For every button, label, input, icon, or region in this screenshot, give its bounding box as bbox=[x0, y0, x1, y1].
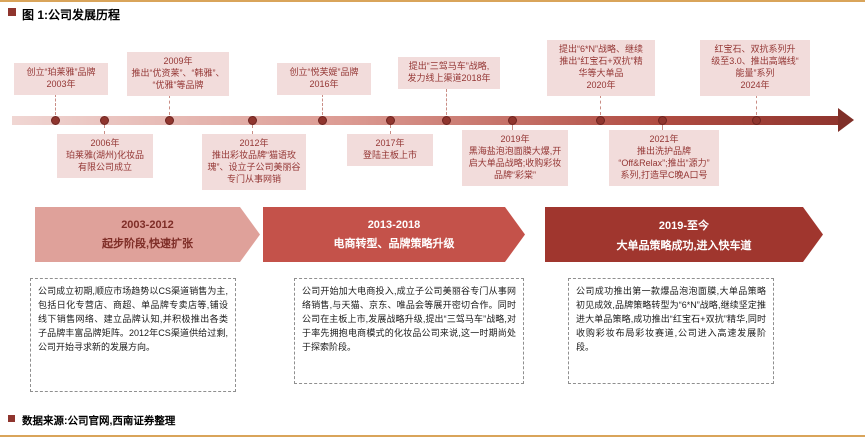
detail-box-phase-3: 公司成功推出第一款爆品泡泡面膜,大单品策略初见成效,品牌策略转型为“6*N”战略… bbox=[568, 278, 774, 384]
connector-line bbox=[512, 125, 513, 130]
phase-1-label: 起步阶段,快速扩张 bbox=[101, 237, 194, 250]
connector-line bbox=[104, 125, 105, 134]
phase-2-years: 2013-2018 bbox=[367, 218, 421, 231]
event-2017: 2017年 登陆主板上市 bbox=[347, 134, 433, 166]
top-rule bbox=[0, 0, 865, 2]
event-2003: 创立“珀莱雅”品牌 2003年 bbox=[14, 63, 108, 95]
connector-line bbox=[322, 94, 323, 115]
connector-line bbox=[446, 89, 447, 115]
event-2016: 创立“悦芙媞”品牌 2016年 bbox=[277, 63, 371, 95]
timeline-dot-2009 bbox=[165, 116, 174, 125]
data-source-note: 数据来源:公司官网,西南证券整理 bbox=[22, 415, 176, 427]
event-2018: 提出“三驾马车”战略, 发力线上渠道2018年 bbox=[398, 57, 500, 89]
event-2009: 2009年 推出“优资莱”、“韩雅”、 “优雅”等品牌 bbox=[127, 52, 229, 96]
connector-line bbox=[662, 125, 663, 130]
connector-line bbox=[55, 94, 56, 115]
connector-line bbox=[756, 95, 757, 115]
event-2020: 提出“6*N”战略、继续 推出“红宝石+双抗”精 华等大单品 2020年 bbox=[547, 40, 655, 96]
event-2006: 2006年 珀莱雅(湖州)化妆品 有限公司成立 bbox=[57, 134, 153, 178]
timeline-dot-2019 bbox=[508, 116, 517, 125]
phase-arrow-3: 2019-至今 大单品策略成功,进入快车道 bbox=[545, 207, 823, 262]
phase-arrow-2: 2013-2018 电商转型、品牌策略升级 bbox=[263, 207, 525, 262]
connector-line bbox=[600, 95, 601, 115]
timeline-dot-2018 bbox=[442, 116, 451, 125]
phase-2-label: 电商转型、品牌策略升级 bbox=[333, 237, 455, 250]
connector-line bbox=[169, 95, 170, 115]
phase-arrow-1: 2003-2012 起步阶段,快速扩张 bbox=[35, 207, 260, 262]
phase-1-years: 2003-2012 bbox=[121, 218, 174, 231]
timeline-arrowhead-icon bbox=[838, 108, 854, 132]
figure-title: 图 1:公司发展历程 bbox=[22, 8, 121, 22]
event-2012: 2012年 推出彩妆品牌“猫语玫 瑰”、设立子公司美丽谷 专门从事网销 bbox=[202, 134, 306, 190]
detail-box-phase-2: 公司开始加大电商投入,成立子公司美丽谷专门从事网络销售,与天猫、京东、唯品会等展… bbox=[294, 278, 524, 384]
timeline-dot-2016 bbox=[318, 116, 327, 125]
timeline-dot-2012 bbox=[248, 116, 257, 125]
event-2021: 2021年 推出洗护品牌 “Off&Relax”;推出“源力” 系列,打造早C晚… bbox=[609, 130, 719, 186]
timeline-dot-2006 bbox=[100, 116, 109, 125]
title-bullet-square bbox=[8, 8, 16, 16]
timeline-dot-2021 bbox=[658, 116, 667, 125]
phase-3-label: 大单品策略成功,进入快车道 bbox=[616, 239, 752, 252]
connector-line bbox=[252, 125, 253, 134]
phase-3-years: 2019-至今 bbox=[658, 219, 710, 232]
connector-line bbox=[390, 125, 391, 134]
timeline-axis bbox=[12, 116, 840, 125]
event-2024: 红宝石、双抗系列升 级至3.0、推出高端线“ 能量”系列 2024年 bbox=[700, 40, 810, 96]
timeline-dot-2020 bbox=[596, 116, 605, 125]
timeline-dot-2003 bbox=[51, 116, 60, 125]
event-2019: 2019年 黑海盐泡泡面膜大爆,开 启大单品战略;收购彩妆 品牌“彩棠” bbox=[462, 130, 568, 186]
timeline-dot-2024 bbox=[752, 116, 761, 125]
source-bullet-square bbox=[8, 415, 15, 422]
timeline-dot-2017 bbox=[386, 116, 395, 125]
bottom-rule bbox=[0, 435, 865, 437]
detail-box-phase-1: 公司成立初期,顺应市场趋势以CS渠道销售为主,包括日化专营店、商超、单品牌专卖店… bbox=[30, 278, 236, 392]
